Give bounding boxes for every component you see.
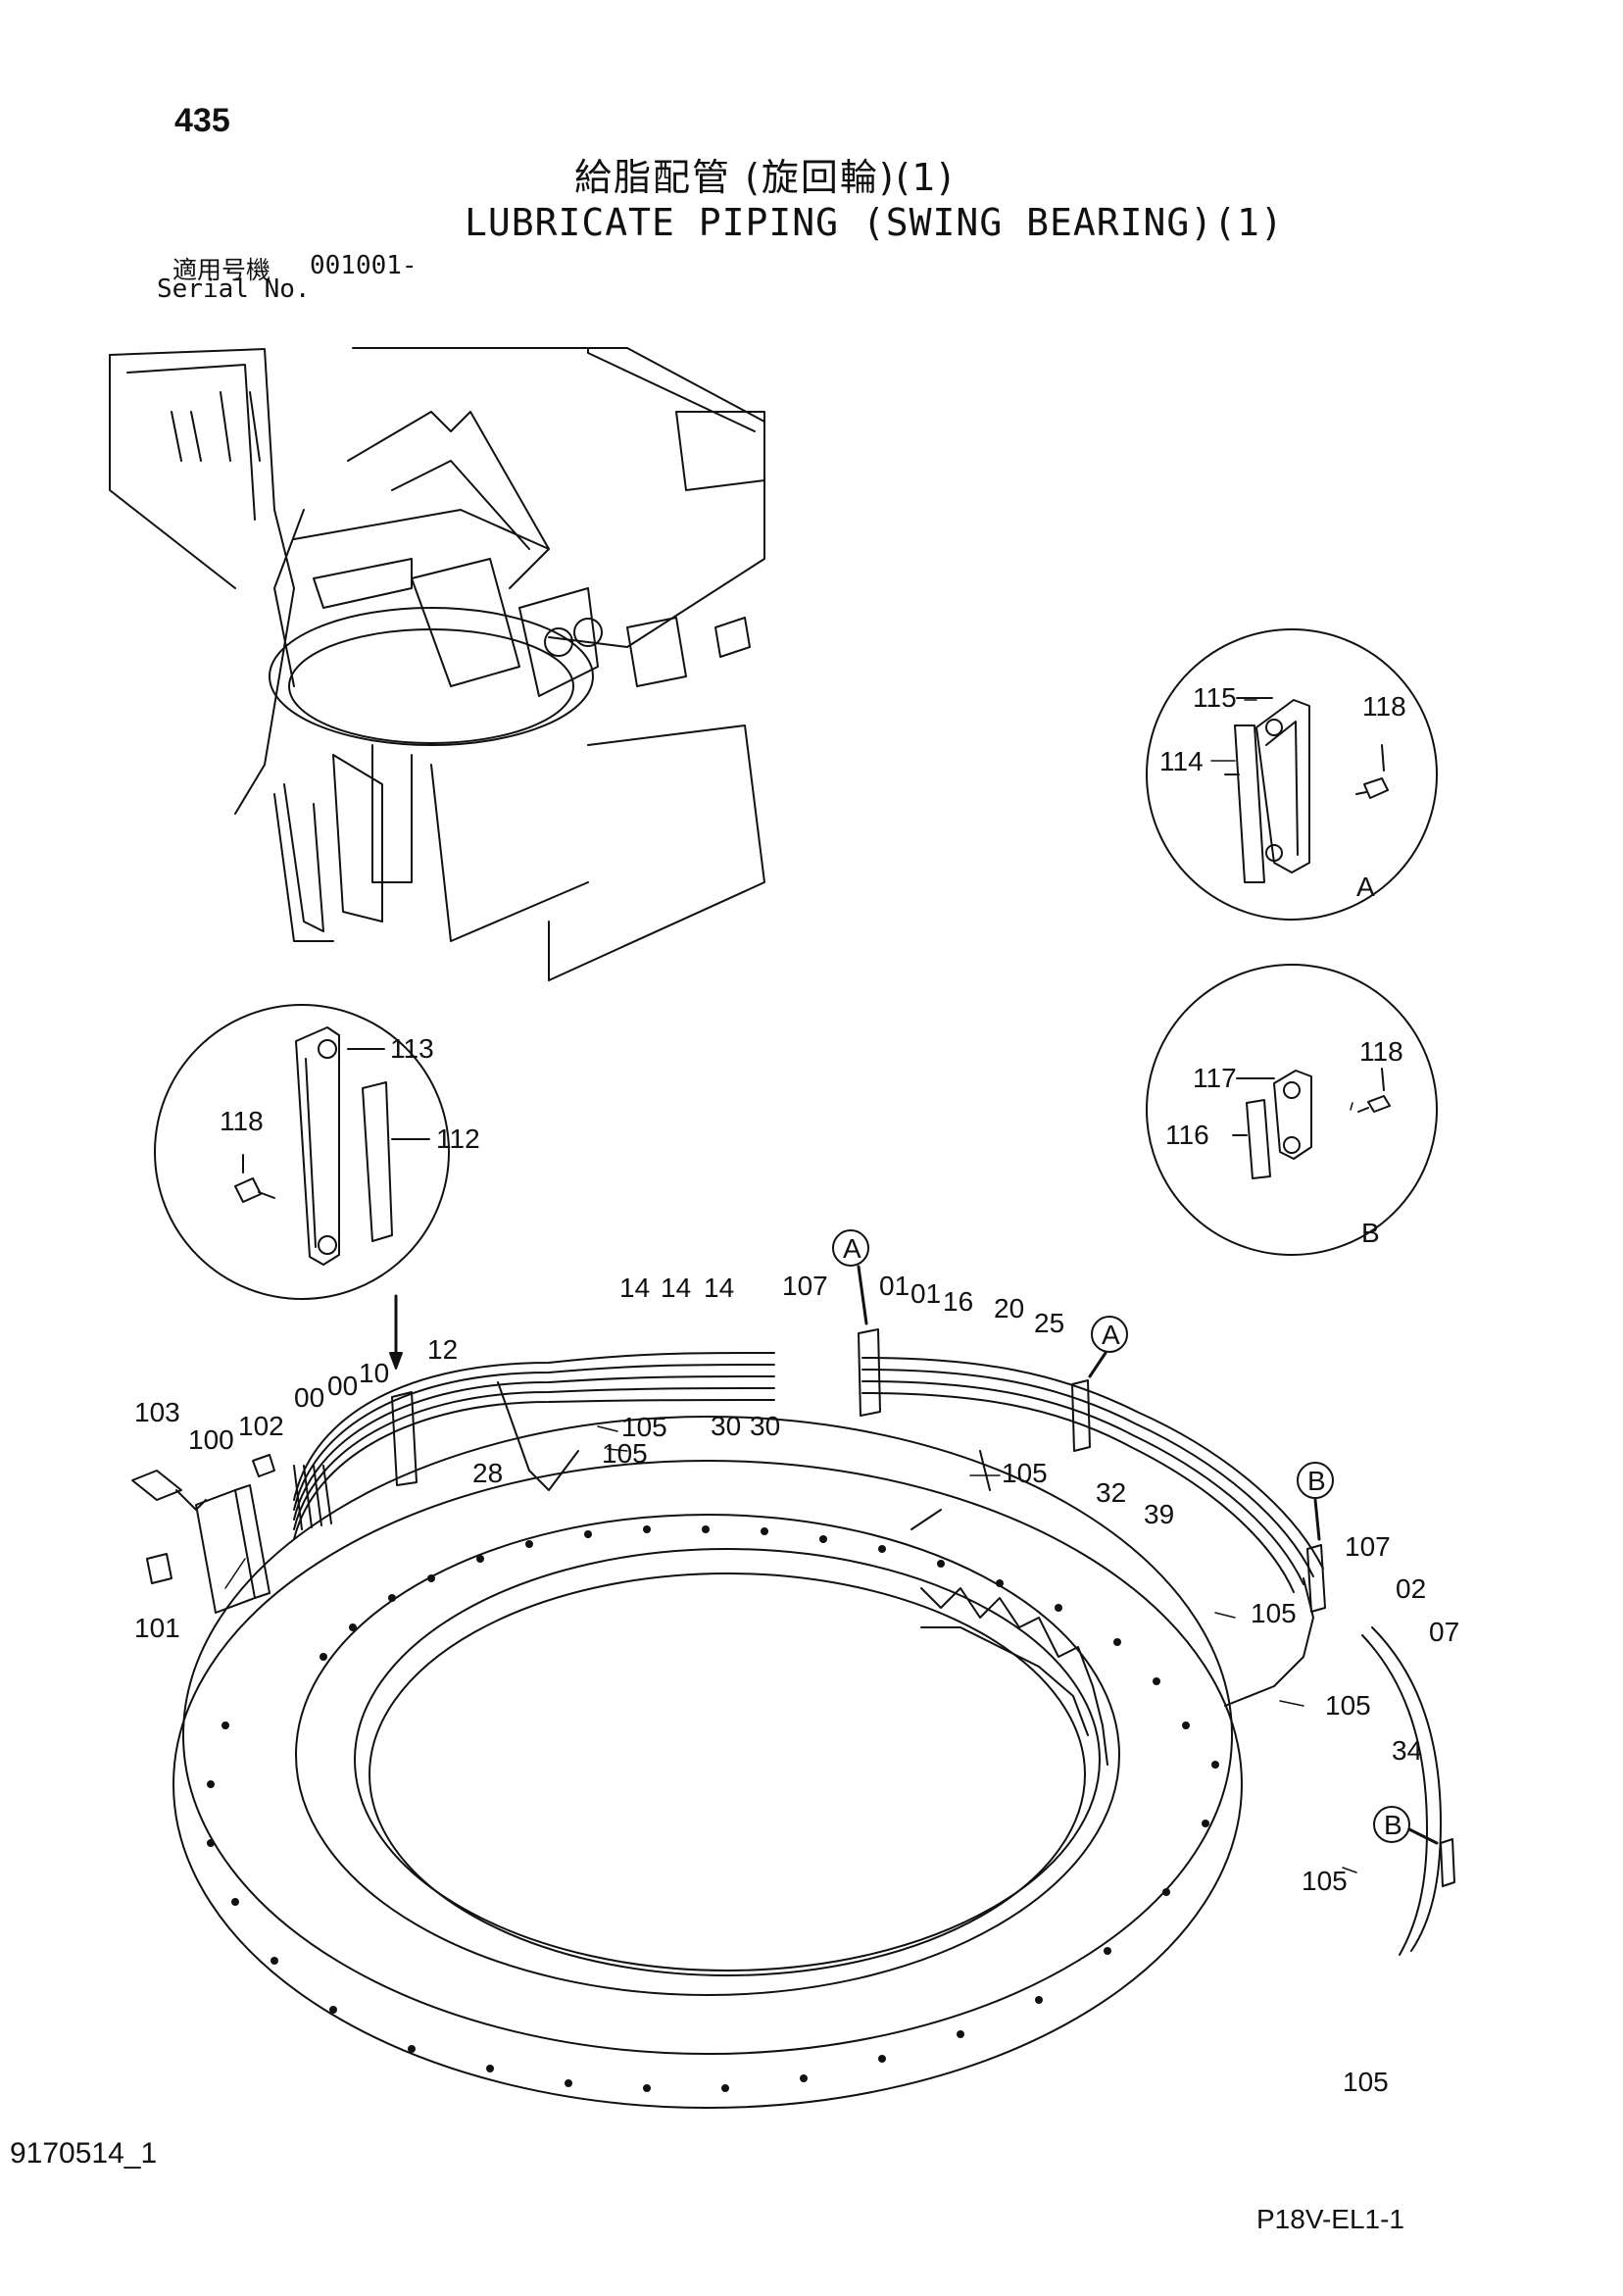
label-114: 114 xyxy=(1159,746,1204,776)
label-01-second: 01 xyxy=(910,1278,941,1309)
label-00-first: 00 xyxy=(294,1382,324,1413)
figure-code: 9170514_1 xyxy=(10,2137,158,2170)
ref-b-marker-1: B xyxy=(1307,1466,1326,1496)
label-118-main: 118 xyxy=(220,1106,264,1136)
label-20: 20 xyxy=(994,1293,1024,1323)
label-10: 10 xyxy=(359,1358,389,1388)
detail-b-drawing xyxy=(1146,964,1438,1256)
label-14-third: 14 xyxy=(704,1273,734,1303)
label-101: 101 xyxy=(134,1613,180,1643)
detail-a-marker: A xyxy=(1356,872,1375,902)
label-25: 25 xyxy=(1034,1308,1064,1338)
label-107-a: 107 xyxy=(782,1271,828,1301)
detail-main-drawing xyxy=(154,1004,450,1370)
page-title-japanese: 給脂配管 (旋回輪)(1) xyxy=(574,156,955,199)
label-01-first: 01 xyxy=(879,1271,910,1301)
label-34: 34 xyxy=(1392,1735,1422,1766)
label-14-second: 14 xyxy=(661,1273,691,1303)
label-118-b: 118 xyxy=(1359,1036,1403,1067)
label-118-a: 118 xyxy=(1362,691,1406,722)
label-07: 07 xyxy=(1429,1617,1459,1647)
sheet-code: P18V-EL1-1 xyxy=(1256,2204,1404,2234)
label-28: 28 xyxy=(472,1458,503,1488)
label-105-f: 105 xyxy=(1302,1866,1348,1896)
detail-a-drawing xyxy=(1146,628,1438,921)
ref-a-marker-1: A xyxy=(843,1233,861,1264)
label-103: 103 xyxy=(134,1397,180,1427)
ref-b-marker-2: B xyxy=(1384,1810,1402,1840)
label-14-first: 14 xyxy=(619,1273,650,1303)
label-105-c: 105 xyxy=(1002,1458,1048,1488)
serial-number-value: 001001- xyxy=(310,251,418,280)
lubricate-pipe-harness xyxy=(293,1328,1455,1956)
label-105-d: 105 xyxy=(1251,1598,1297,1628)
label-105-a: 105 xyxy=(621,1412,667,1442)
label-12: 12 xyxy=(427,1334,458,1365)
label-107-b: 107 xyxy=(1345,1531,1391,1562)
page-number: 435 xyxy=(174,102,230,139)
reference-markers xyxy=(832,1229,1439,1845)
label-30-first: 30 xyxy=(711,1411,741,1441)
label-39: 39 xyxy=(1144,1499,1174,1529)
label-30-second: 30 xyxy=(750,1411,780,1441)
machine-overview-drawing xyxy=(109,347,765,981)
swing-bearing-drawing xyxy=(172,1416,1243,2109)
left-fittings xyxy=(131,1454,332,1614)
label-32: 32 xyxy=(1096,1477,1126,1508)
label-105-g: 105 xyxy=(1343,2067,1389,2097)
label-16: 16 xyxy=(943,1286,973,1317)
label-117: 117 xyxy=(1193,1063,1237,1093)
label-105-b: 105 xyxy=(602,1438,648,1469)
label-112: 112 xyxy=(436,1123,480,1154)
label-102: 102 xyxy=(238,1411,284,1441)
serial-label-english: Serial No. xyxy=(157,275,311,304)
serial-label-japanese: 適用号機 xyxy=(172,256,271,284)
page-title-english: LUBRICATE PIPING (SWING BEARING)(1) xyxy=(465,201,1284,244)
label-115: 115 xyxy=(1193,682,1237,713)
label-00-second: 00 xyxy=(327,1371,358,1401)
leader-lines xyxy=(224,699,1357,1873)
ref-a-marker-2: A xyxy=(1102,1320,1120,1350)
detail-b-marker: B xyxy=(1361,1218,1380,1248)
label-105-e: 105 xyxy=(1325,1690,1371,1721)
label-02: 02 xyxy=(1396,1573,1426,1604)
label-113: 113 xyxy=(390,1033,434,1064)
label-100: 100 xyxy=(188,1424,234,1455)
label-116: 116 xyxy=(1165,1120,1209,1150)
